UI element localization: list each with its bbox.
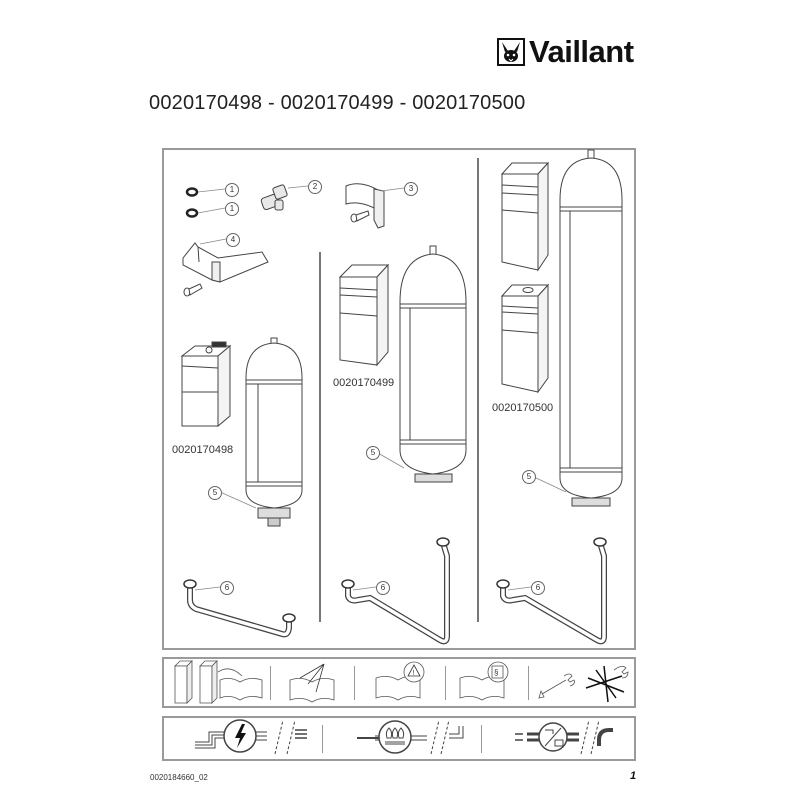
manual-arrows-icon	[289, 663, 335, 703]
manual-warning-icon: !	[375, 661, 425, 701]
brand-logo: Vaillant	[497, 34, 634, 69]
callout-6a: 6	[220, 581, 234, 595]
connection-strip-separator	[481, 725, 482, 753]
callout-3: 3	[404, 182, 418, 196]
svg-text:§: §	[494, 668, 498, 677]
model-label-500: 0020170500	[492, 402, 554, 414]
callout-6c: 6	[531, 581, 545, 595]
icon-strip-separator	[445, 666, 446, 700]
callout-1b: 1	[225, 202, 239, 216]
svg-text:!: !	[413, 670, 415, 677]
brand-name: Vaillant	[529, 34, 634, 69]
callout-5b: 5	[366, 446, 380, 460]
instruction-icon-strip	[162, 657, 636, 708]
connection-icon-strip	[162, 716, 636, 761]
wrench-tools-icon	[538, 665, 629, 703]
callout-2: 2	[308, 180, 322, 194]
panel-divider-1	[319, 252, 321, 622]
water-heating-connection-icon	[515, 719, 613, 755]
document-number: 0020184660_02	[150, 773, 208, 782]
callout-5c: 5	[522, 470, 536, 484]
gas-connection-icon	[357, 719, 464, 755]
manual-regulations-icon: §	[459, 661, 509, 701]
callout-1a: 1	[225, 183, 239, 197]
icon-strip-separator	[528, 666, 529, 700]
icon-strip-separator	[270, 666, 271, 700]
hare-logo-icon	[497, 38, 525, 66]
panel-divider-2	[477, 158, 479, 622]
page-number: 1	[630, 770, 637, 782]
callout-6b: 6	[376, 581, 390, 595]
parts-diagram-frame	[162, 148, 636, 650]
page-title: 0020170498 - 0020170499 - 0020170500	[149, 92, 526, 114]
read-manual-units-icon	[174, 660, 263, 704]
connection-strip-separator	[322, 725, 323, 753]
icon-strip-separator	[354, 666, 355, 700]
callout-4: 4	[226, 233, 240, 247]
electrical-connection-icon	[195, 719, 307, 755]
model-label-499: 0020170499	[333, 377, 395, 389]
model-label-498: 0020170498	[172, 444, 234, 456]
callout-5a: 5	[208, 486, 222, 500]
